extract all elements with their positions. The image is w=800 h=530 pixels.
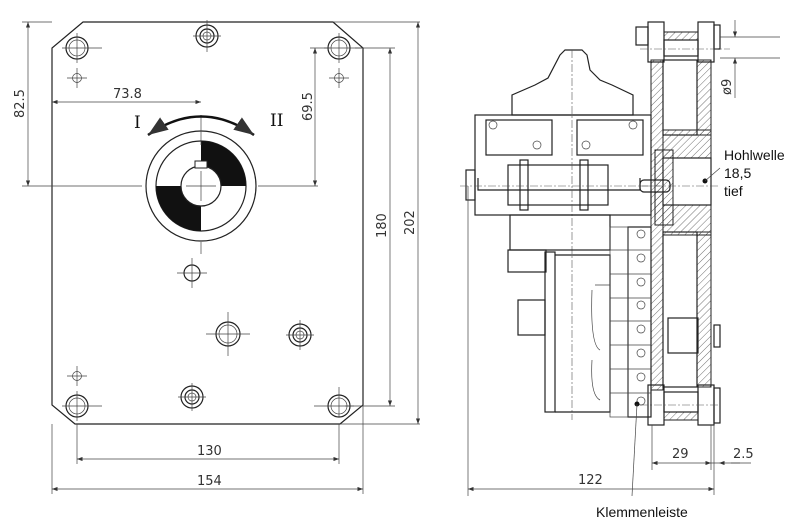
dim-122: 122 (578, 473, 603, 488)
front-dimensions: 82.5 73.8 69.5 180 202 130 154 (13, 21, 421, 494)
dim-202: 202 (403, 210, 418, 235)
side-dimensions: 122 29 2.5 ø9 (467, 20, 780, 496)
hollow-shaft-label-line1: Hohlwelle (724, 147, 785, 163)
rotation-label-cw: II (270, 111, 283, 131)
corner-holes (62, 33, 364, 421)
screws (177, 20, 314, 411)
terminal-strip (609, 226, 652, 418)
dim-82-5: 82.5 (13, 89, 28, 118)
terminal-strip-leader (631, 403, 638, 497)
dim-69-5: 69.5 (301, 92, 316, 121)
output-shaft (145, 115, 257, 254)
dim-130: 130 (197, 444, 222, 459)
rotation-label-ccw: I (134, 113, 141, 133)
hollow-shaft-leader (704, 167, 721, 182)
dim-73-8: 73.8 (113, 87, 142, 102)
dim-154: 154 (197, 474, 222, 489)
terminal-strip-label: Klemmenleiste (596, 504, 688, 520)
hollow-shaft-label-line3: tief (724, 183, 743, 199)
side-view: 122 29 2.5 ø9 Hohlwelle 18,5 tief Klemme… (460, 20, 785, 520)
base-plate (51, 21, 364, 425)
front-view: I II 82.5 73.8 69.5 180 202 130 154 (13, 20, 421, 494)
dim-180: 180 (375, 213, 390, 238)
dim-bore-diameter: ø9 (720, 79, 735, 95)
mounting-plate-section (635, 21, 730, 426)
rotation-arrow (147, 115, 255, 137)
motor-gearbox (507, 214, 611, 413)
dim-2-5: 2.5 (733, 447, 754, 462)
limit-switch-housing (460, 49, 671, 420)
hollow-shaft-label-line2: 18,5 (724, 165, 751, 181)
dim-29: 29 (672, 447, 689, 462)
